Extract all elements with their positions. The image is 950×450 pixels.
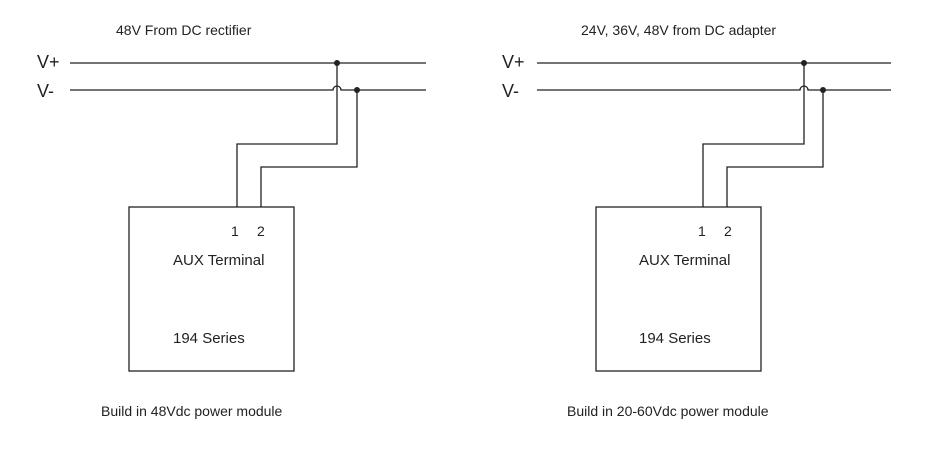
rail-negative-label: V- <box>37 81 54 101</box>
wire-to-terminal-2 <box>260 90 358 207</box>
terminal-2-label: 2 <box>724 223 732 239</box>
diagram-title: 24V, 36V, 48V from DC adapter <box>581 22 776 38</box>
wiring-diagram-left: 48V From DC rectifier V+ V- 1 2 AUX Term… <box>37 22 426 419</box>
wire-to-terminal-1 <box>236 63 338 207</box>
wire-to-terminal-2 <box>726 90 824 207</box>
wiring-diagram-right: 24V, 36V, 48V from DC adapter V+ V- 1 2 … <box>502 22 891 419</box>
rail-positive-label: V+ <box>37 52 60 72</box>
terminal-1-label: 1 <box>698 223 706 239</box>
rail-negative-label: V- <box>502 81 519 101</box>
module-caption: Build in 48Vdc power module <box>101 403 283 419</box>
rail-negative-line <box>70 85 426 91</box>
module-caption: Build in 20-60Vdc power module <box>567 403 769 419</box>
power-module-box <box>128 206 295 372</box>
terminal-2-label: 2 <box>257 223 265 239</box>
diagram-title: 48V From DC rectifier <box>116 22 252 38</box>
rail-positive-label: V+ <box>502 52 525 72</box>
power-module-box <box>595 206 762 372</box>
wire-to-terminal-1 <box>702 63 805 207</box>
terminal-1-label: 1 <box>231 223 239 239</box>
series-label: 194 Series <box>639 330 711 347</box>
terminal-name-label: AUX Terminal <box>173 252 264 269</box>
series-label: 194 Series <box>173 330 245 347</box>
rail-negative-line <box>537 85 891 91</box>
terminal-name-label: AUX Terminal <box>639 252 730 269</box>
